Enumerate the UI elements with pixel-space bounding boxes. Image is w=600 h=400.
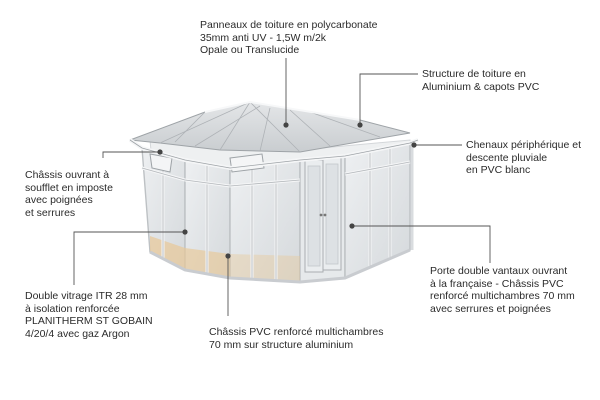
leader-opening-frames <box>102 151 160 158</box>
callout-roof-structure: Structure de toiture en Aluminium & capo… <box>422 68 539 93</box>
double-door-line-1: Porte double vantaux ouvrant <box>430 265 568 277</box>
glazing-line-3: PLANITHERM ST GOBAIN <box>25 315 153 327</box>
gutters-line-3: en PVC blanc <box>466 164 531 176</box>
leader-lines <box>73 58 491 316</box>
leader-dots <box>157 122 417 259</box>
gutters-line-1: Chenaux périphérique et <box>466 139 581 151</box>
pvc-frames-line-1: Châssis PVC renforcé multichambres <box>209 326 384 338</box>
leader-double-door <box>352 225 491 263</box>
double-door-line-2: à la française - Châssis PVC <box>430 277 564 290</box>
opening-frames-line-2: soufflet en imposte <box>25 181 113 194</box>
callout-glazing: Double vitrage ITR 28 mm à isolation ren… <box>25 290 153 340</box>
glazing-line-2: à isolation renforcée <box>25 302 120 315</box>
opening-frames-line-1: Châssis ouvrant à <box>25 169 110 181</box>
roof-structure-line-1: Structure de toiture en <box>422 68 526 80</box>
pvc-frames-line-2: 70 mm sur structure aluminium <box>209 338 354 351</box>
double-door-line-4: avec serrures et poignées <box>430 302 551 315</box>
double-door-line-3: renforcé multichambres 70 mm <box>430 290 575 302</box>
callout-roof-panels: Panneaux de toiture en polycarbonate 35m… <box>200 19 377 57</box>
roof-panels-line-3: Opale ou Translucide <box>200 44 300 56</box>
roof-panels-line-2: 35mm anti UV - 1,5W m/2k <box>200 31 327 44</box>
gutters-line-2: descente pluviale <box>466 151 548 164</box>
transom-window-left <box>149 153 173 173</box>
callout-gutters: Chenaux périphérique et descente pluvial… <box>466 139 581 177</box>
opening-frames-line-4: et serrures <box>25 206 76 219</box>
leader-glazing <box>73 231 185 285</box>
roof-structure-line-2: Aluminium & capots PVC <box>422 80 540 93</box>
glazing-line-1: Double vitrage ITR 28 mm <box>25 290 148 302</box>
callout-pvc-frames: Châssis PVC renforcé multichambres 70 mm… <box>209 326 383 351</box>
opening-frames-line-3: avec poignées <box>25 194 93 206</box>
roof-panels-line-1: Panneaux de toiture en polycarbonate <box>200 19 378 31</box>
base-frame <box>149 248 411 284</box>
callout-opening-frames: Châssis ouvrant à soufflet en imposte av… <box>25 169 113 219</box>
callout-double-door: Porte double vantaux ouvrant à la frança… <box>430 265 575 315</box>
leader-roof-structure <box>359 73 418 125</box>
glazing-line-4: 4/20/4 avec gaz Argon <box>25 327 130 340</box>
